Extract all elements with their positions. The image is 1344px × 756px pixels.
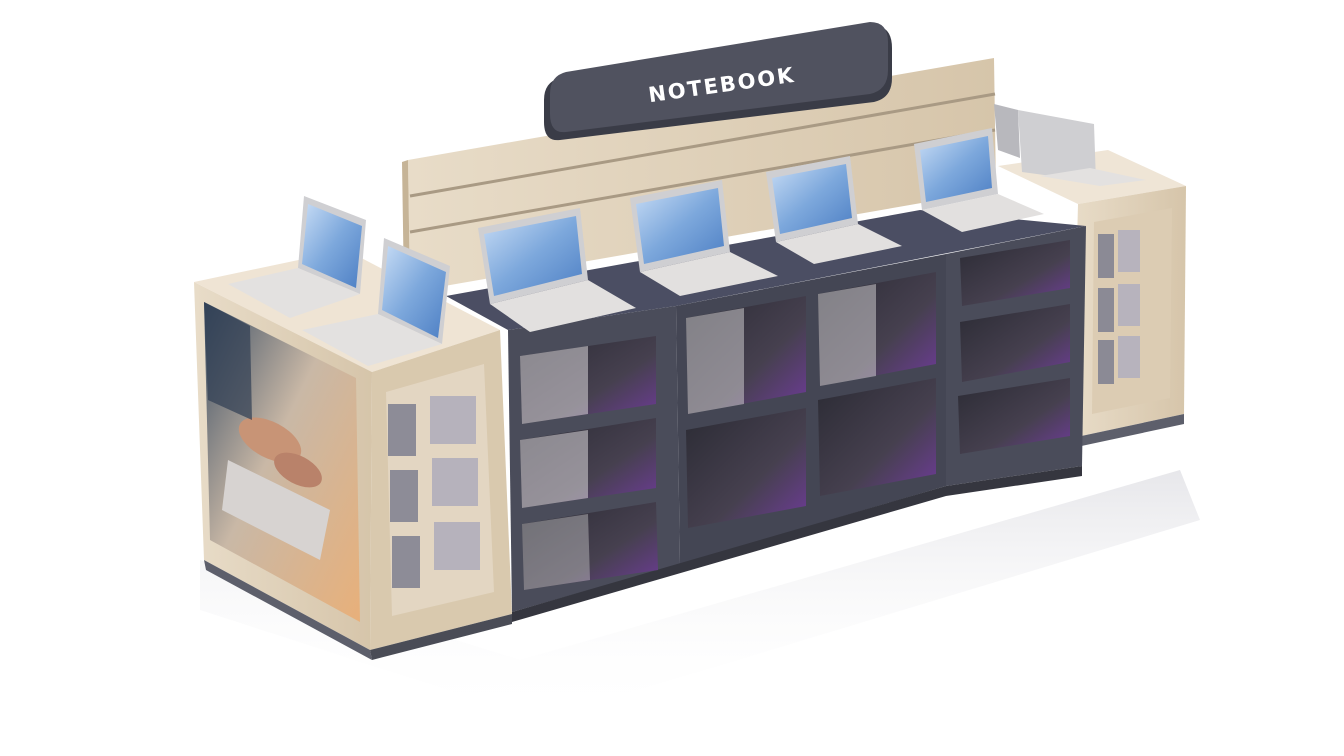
- product-shelves: [520, 240, 1070, 590]
- laptop-icon: [994, 104, 1146, 186]
- right-wood-cabinet: [994, 104, 1186, 448]
- laptop-icon: [914, 128, 1044, 232]
- left-hanging-mice: [386, 364, 494, 616]
- mouse-box-icon: [686, 296, 806, 528]
- mouse-box-icon: [520, 336, 658, 590]
- floor-shadow: [200, 470, 1200, 720]
- center-laptops: [478, 128, 1044, 332]
- mouse-box-icon: [958, 240, 1070, 454]
- notebook-sign: NOTEBOOK: [544, 22, 892, 141]
- laptop-icon: [766, 156, 902, 264]
- laptop-icon: [478, 208, 636, 332]
- right-hanging-mice: [1098, 230, 1140, 384]
- mouse-box-icon: [818, 272, 936, 496]
- laptop-icon: [630, 180, 778, 296]
- typing-hands-graphic: [204, 302, 360, 622]
- laptop-icon: [302, 238, 450, 366]
- left-laptops: [228, 196, 450, 366]
- laptop-icon: [228, 196, 366, 318]
